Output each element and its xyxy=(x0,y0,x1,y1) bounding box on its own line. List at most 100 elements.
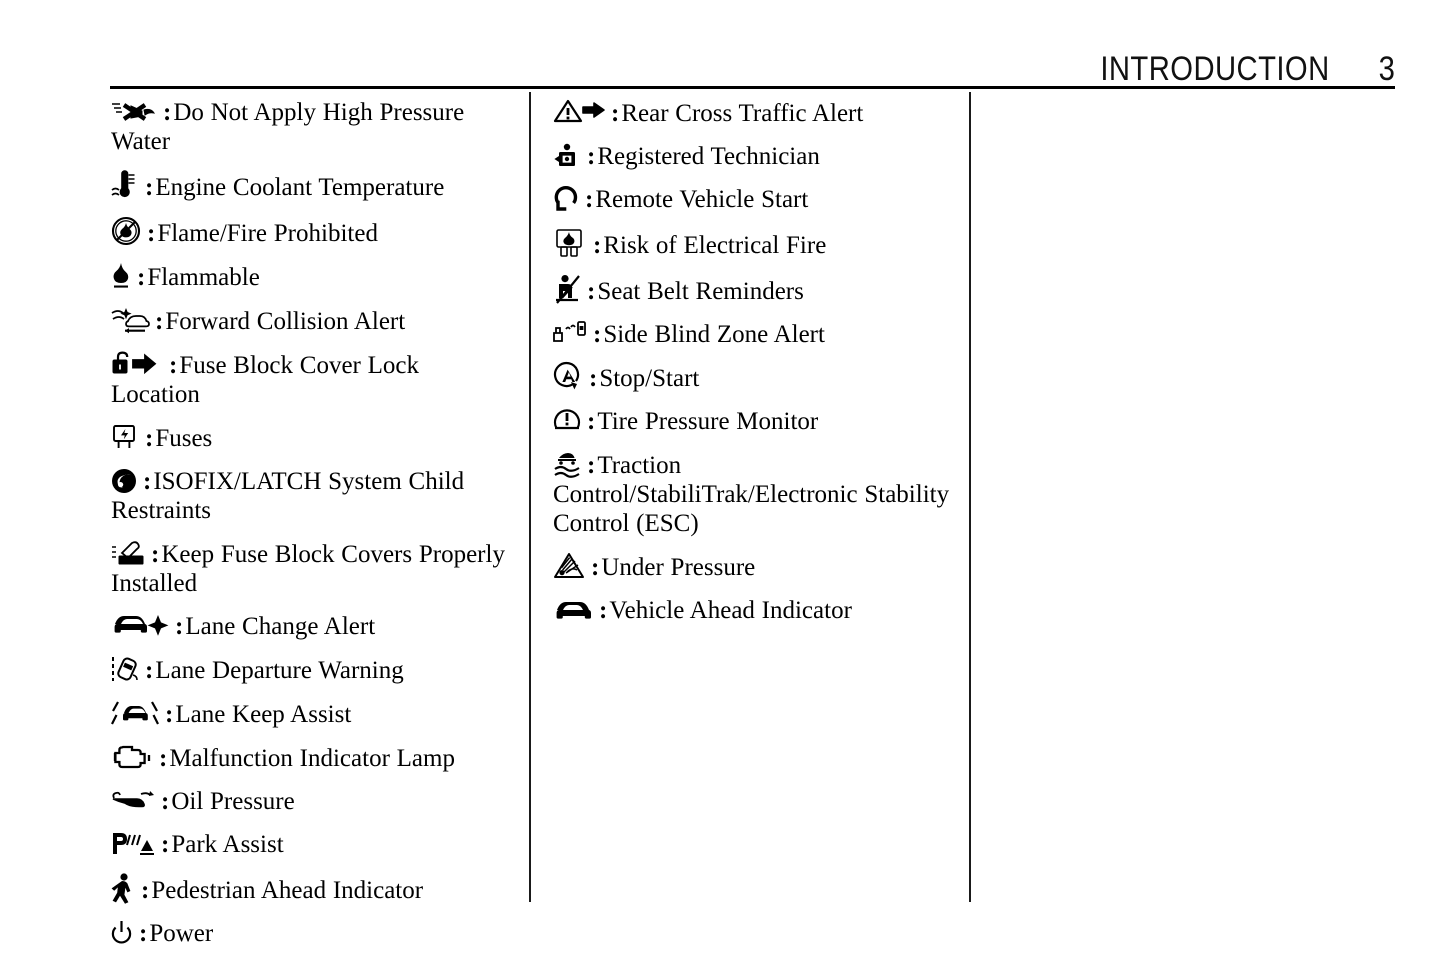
symbol-label: Engine Coolant Temperature xyxy=(155,174,445,201)
symbol-entry: :Park Assist xyxy=(111,830,511,859)
symbol-separator: : xyxy=(161,788,170,815)
symbol-separator: : xyxy=(585,186,594,213)
tire-pressure-monitor-icon xyxy=(553,408,581,434)
remote-vehicle-start-icon xyxy=(553,186,579,212)
header-divider-rule xyxy=(110,86,1395,89)
under-pressure-icon xyxy=(553,552,585,580)
symbol-label: Seat Belt Reminders xyxy=(597,278,804,305)
symbol-entry: :Pedestrian Ahead Indicator xyxy=(111,873,511,905)
symbol-entry: :Side Blind Zone Alert xyxy=(553,320,953,349)
symbol-entry: :Engine Coolant Temperature xyxy=(111,170,511,202)
symbol-separator: : xyxy=(155,308,164,335)
symbol-separator: : xyxy=(141,877,150,904)
symbol-separator: : xyxy=(145,174,154,201)
symbol-label: Do Not Apply High Pressure Water xyxy=(111,99,465,155)
fuse-block-cover-lock-location-icon xyxy=(111,350,163,378)
symbol-separator: : xyxy=(587,452,596,479)
symbol-separator: : xyxy=(589,365,598,392)
symbol-entry: :Do Not Apply High Pressure Water xyxy=(111,98,511,156)
symbol-separator: : xyxy=(161,831,170,858)
symbol-separator: : xyxy=(175,613,184,640)
risk-of-electrical-fire-icon xyxy=(553,228,587,258)
symbol-separator: : xyxy=(587,143,596,170)
symbol-entry: :ISOFIX/LATCH System Child Restraints xyxy=(111,467,511,525)
symbol-label: Rear Cross Traffic Alert xyxy=(621,100,864,127)
symbol-label: Oil Pressure xyxy=(171,788,295,815)
stop-start-icon xyxy=(553,361,583,391)
side-blind-zone-alert-icon xyxy=(553,321,587,347)
symbol-separator: : xyxy=(145,657,154,684)
symbol-label: Forward Collision Alert xyxy=(165,308,406,335)
rear-cross-traffic-alert-icon xyxy=(553,98,605,126)
symbol-label: Vehicle Ahead Indicator xyxy=(609,597,852,624)
keep-fuse-block-covers-installed-icon xyxy=(111,539,145,567)
pedestrian-ahead-indicator-icon xyxy=(111,873,135,904)
symbol-glossary: :Do Not Apply High Pressure Water :Engin… xyxy=(0,92,1445,947)
malfunction-indicator-lamp-icon xyxy=(111,743,153,771)
column-divider-rule-1 xyxy=(529,92,531,902)
lane-keep-assist-icon xyxy=(111,699,159,727)
page-header: INTRODUCTION 3 xyxy=(110,40,1395,86)
page-number: 3 xyxy=(1378,50,1395,88)
symbol-separator: : xyxy=(163,99,172,126)
symbol-label: Side Blind Zone Alert xyxy=(603,321,825,348)
symbol-entry: :Rear Cross Traffic Alert xyxy=(553,98,953,128)
symbol-entry: :Vehicle Ahead Indicator xyxy=(553,596,953,625)
symbol-entry: :Malfunction Indicator Lamp xyxy=(111,743,511,773)
symbol-label: Stop/Start xyxy=(599,365,700,392)
symbol-separator: : xyxy=(143,468,152,495)
symbol-separator: : xyxy=(137,264,146,291)
symbol-label: Registered Technician xyxy=(597,143,820,170)
symbol-label: Fuse Block Cover Lock Location xyxy=(111,352,419,408)
symbol-separator: : xyxy=(151,541,160,568)
isofix-latch-child-restraints-icon xyxy=(111,468,137,494)
symbol-separator: : xyxy=(159,745,168,772)
flame-fire-prohibited-icon xyxy=(111,216,141,246)
symbol-separator: : xyxy=(593,232,602,259)
flammable-icon xyxy=(111,262,131,290)
symbol-label: Tire Pressure Monitor xyxy=(597,408,819,435)
seat-belt-reminders-icon xyxy=(553,274,581,304)
symbol-entry: :Lane Keep Assist xyxy=(111,699,511,729)
symbol-entry: :Fuses xyxy=(111,423,511,453)
symbol-separator: : xyxy=(611,100,620,127)
symbol-label: Flame/Fire Prohibited xyxy=(157,220,378,247)
page-title: INTRODUCTION xyxy=(1100,50,1331,88)
symbol-separator: : xyxy=(591,554,600,581)
symbol-separator: : xyxy=(587,278,596,305)
symbol-column-middle: :Rear Cross Traffic Alert :Registered Te… xyxy=(553,92,953,639)
no-pressure-washer-icon xyxy=(111,99,157,125)
symbol-label: Flammable xyxy=(147,264,260,291)
symbol-label: Under Pressure xyxy=(601,554,756,581)
symbol-entry: :Traction Control/StabiliTrak/Electronic… xyxy=(553,450,953,538)
symbol-separator: : xyxy=(599,597,608,624)
symbol-label: Malfunction Indicator Lamp xyxy=(169,745,455,772)
symbol-entry: :Fuse Block Cover Lock Location xyxy=(111,350,511,409)
vehicle-ahead-indicator-icon xyxy=(553,599,593,623)
oil-pressure-icon xyxy=(111,790,155,814)
symbol-label: Park Assist xyxy=(171,831,284,858)
lane-change-alert-icon xyxy=(111,613,169,639)
symbol-entry: :Oil Pressure xyxy=(111,787,511,816)
symbol-label: Keep Fuse Block Covers Properly Installe… xyxy=(111,541,505,597)
park-assist-icon xyxy=(111,831,155,857)
symbol-label: Risk of Electrical Fire xyxy=(603,232,827,259)
symbol-separator: : xyxy=(587,408,596,435)
symbol-label: Lane Keep Assist xyxy=(175,701,352,728)
symbol-entry: :Registered Technician xyxy=(553,142,953,171)
symbol-entry: :Stop/Start xyxy=(553,361,953,393)
forward-collision-alert-icon xyxy=(111,306,150,334)
symbol-separator: : xyxy=(169,352,178,379)
engine-coolant-temperature-icon xyxy=(111,170,139,200)
symbol-label: ISOFIX/LATCH System Child Restraints xyxy=(111,468,465,524)
registered-technician-icon xyxy=(553,143,581,169)
symbol-label: Lane Departure Warning xyxy=(155,657,404,684)
symbol-entry: :Under Pressure xyxy=(553,552,953,582)
symbol-entry: :Tire Pressure Monitor xyxy=(553,407,953,436)
symbol-separator: : xyxy=(593,321,602,348)
symbol-column-left: :Do Not Apply High Pressure Water :Engin… xyxy=(111,92,511,962)
symbol-label: Power xyxy=(149,920,214,947)
symbol-label: Traction Control/StabiliTrak/Electronic … xyxy=(553,452,950,537)
symbol-entry: :Flame/Fire Prohibited xyxy=(111,216,511,248)
symbol-separator: : xyxy=(145,425,154,452)
